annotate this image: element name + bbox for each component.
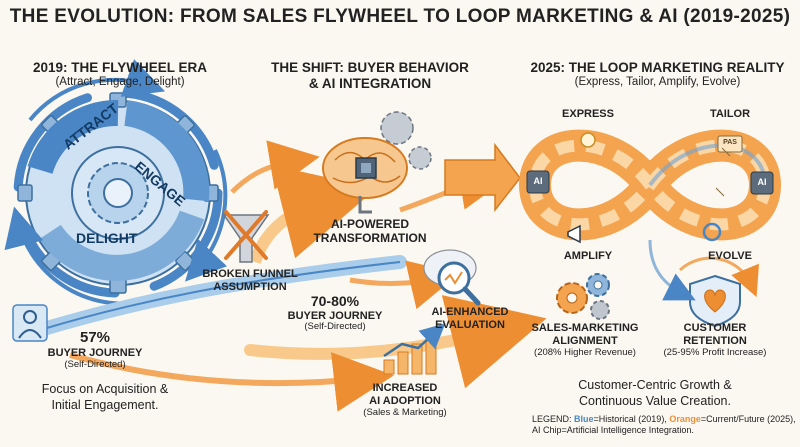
col1-subtitle: (Attract, Engage, Delight) [55, 76, 185, 88]
ai-chip-right-label: AI [757, 177, 767, 187]
legend-orange: Orange [669, 414, 701, 424]
legend-blue: Blue [574, 414, 594, 424]
col3-title: 2025: THE LOOP MARKETING REALITY [530, 60, 785, 75]
retention-line1: CUSTOMER [683, 322, 747, 334]
col2-stat-sub: (Self-Directed) [304, 321, 366, 332]
loop-to-retention-arrow [648, 239, 696, 301]
legend-prefix: LEGEND: [532, 414, 575, 424]
ai-chip-left-label: AI [533, 176, 543, 186]
retention-line2: RETENTION [683, 335, 747, 347]
col2-title-line1: THE SHIFT: BUYER BEHAVIOR [271, 60, 469, 75]
col1-stat-label: BUYER JOURNEY [47, 347, 143, 359]
loop-tailor-label: TAILOR [709, 108, 751, 120]
legend-blue-text: =Historical (2019), [593, 414, 670, 424]
funnel-line2: ASSUMPTION [213, 281, 287, 293]
gears-icon [556, 273, 610, 320]
adopt-line2: AI ADOPTION [369, 395, 441, 407]
ai-powered-line2: TRANSFORMATION [313, 231, 427, 245]
align-line2: ALIGNMENT [552, 335, 618, 347]
col1-footer-line1: Focus on Acquisition & [41, 382, 169, 396]
align-line1: SALES-MARKETING [531, 322, 639, 334]
bar-chart-icon [383, 323, 446, 375]
col3-footer-line1: Customer-Centric Growth & [578, 378, 732, 392]
col1-stat-sub: (Self-Directed) [64, 359, 126, 370]
adopt-line1: INCREASED [372, 382, 438, 394]
person-icon [12, 304, 48, 342]
delight-label: DELIGHT [76, 230, 138, 246]
broken-funnel-icon [222, 210, 270, 263]
funnel-line1: BROKEN FUNNEL [202, 268, 298, 280]
legend: LEGEND: Blue=Historical (2019), Orange=C… [532, 414, 797, 437]
loop-express-label: EXPRESS [562, 108, 614, 120]
magnifier-icon [423, 249, 481, 306]
flywheel-graphic [4, 59, 228, 306]
ai-brain-icon [322, 111, 432, 214]
col1-stat: 57% [79, 329, 111, 346]
page-title: THE EVOLUTION: FROM SALES FLYWHEEL TO LO… [9, 6, 791, 27]
col1-footer-line2: Initial Engagement. [51, 398, 159, 412]
legend-orange-text: =Current/Future (2025), [700, 414, 796, 424]
retention-sub: (25-95% Profit Increase) [663, 347, 767, 358]
col2-stat: 70-80% [310, 293, 360, 309]
adopt-sub: (Sales & Marketing) [363, 407, 447, 418]
tailor-tag-label: PAS [723, 139, 737, 146]
col2-title-line2: & AI INTEGRATION [308, 76, 432, 91]
col3-footer-line2: Continuous Value Creation. [579, 394, 731, 408]
ai-powered-line1: AI-POWERED [331, 217, 409, 231]
infinity-loop [518, 129, 782, 244]
col1-title: 2019: THE FLYWHEEL ERA [32, 60, 208, 75]
loop-amplify-label: AMPLIFY [563, 250, 613, 262]
loop-evolve-label: EVOLVE [708, 250, 752, 262]
legend-line2: AI Chip=Artificial Intelligence Integrat… [532, 425, 694, 436]
eval-line2: EVALUATION [435, 319, 505, 331]
align-sub: (208% Higher Revenue) [534, 347, 636, 358]
col3-subtitle: (Express, Tailor, Amplify, Evolve) [574, 76, 741, 88]
shield-heart-icon [678, 256, 759, 328]
eval-line1: AI-ENHANCED [431, 306, 509, 318]
col2-stat-label: BUYER JOURNEY [287, 310, 383, 322]
